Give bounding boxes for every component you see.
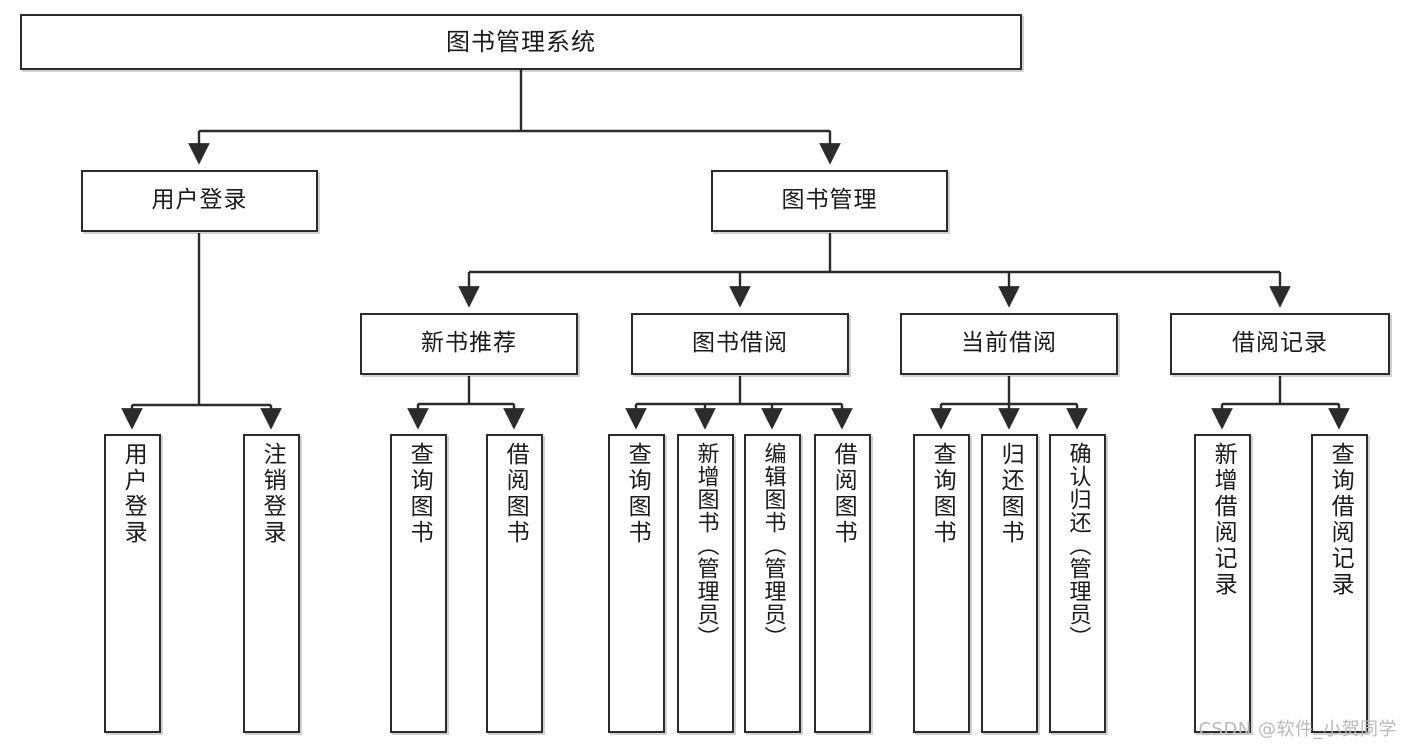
node-book-borrow[interactable]: 图书借阅 xyxy=(631,313,849,375)
leaf-nb-borrow-books-label: 借阅图书 xyxy=(502,442,529,546)
leaf-nb-borrow-books[interactable]: 借阅图书 xyxy=(486,434,543,733)
node-borrow-records[interactable]: 借阅记录 xyxy=(1170,313,1390,375)
node-user-login[interactable]: 用户登录 xyxy=(81,170,318,232)
node-borrow-records-label: 借阅记录 xyxy=(1232,330,1328,357)
node-root-label: 图书管理系统 xyxy=(446,27,596,56)
leaf-nb-query-books[interactable]: 查询图书 xyxy=(390,434,447,733)
node-root[interactable]: 图书管理系统 xyxy=(20,14,1022,70)
node-book-management-label: 图书管理 xyxy=(781,187,878,214)
leaf-nb-query-books-label: 查询图书 xyxy=(406,442,433,546)
leaf-br-query-record-label: 查询借阅记录 xyxy=(1327,442,1354,598)
leaf-bb-add-book-admin[interactable]: 新增图书（管理员） xyxy=(677,434,734,733)
leaf-br-add-record[interactable]: 新增借阅记录 xyxy=(1194,434,1251,733)
leaf-bb-borrow-books[interactable]: 借阅图书 xyxy=(814,434,871,733)
leaf-cb-return-books[interactable]: 归还图书 xyxy=(981,434,1038,733)
leaf-cb-query-books-label: 查询图书 xyxy=(929,442,956,546)
leaf-bb-query-books[interactable]: 查询图书 xyxy=(608,434,665,733)
node-new-book-recommend[interactable]: 新书推荐 xyxy=(360,313,578,375)
leaf-user-login-label: 用户登录 xyxy=(120,442,147,546)
node-user-login-label: 用户登录 xyxy=(151,187,248,214)
leaf-bb-borrow-books-label: 借阅图书 xyxy=(830,442,857,546)
leaf-bb-query-books-label: 查询图书 xyxy=(624,442,651,546)
node-book-borrow-label: 图书借阅 xyxy=(692,330,788,357)
node-current-borrow-label: 当前借阅 xyxy=(961,330,1057,357)
leaf-logout[interactable]: 注销登录 xyxy=(243,434,300,733)
node-current-borrow[interactable]: 当前借阅 xyxy=(900,313,1118,375)
node-book-management[interactable]: 图书管理 xyxy=(711,170,948,232)
leaf-bb-edit-book-admin[interactable]: 编辑图书（管理员） xyxy=(744,434,801,733)
leaf-bb-edit-book-admin-label: 编辑图书（管理员） xyxy=(760,442,786,649)
leaf-cb-return-books-label: 归还图书 xyxy=(997,442,1024,546)
leaf-br-query-record[interactable]: 查询借阅记录 xyxy=(1311,434,1368,733)
leaf-cb-confirm-return-admin-label: 确认归还（管理员） xyxy=(1065,442,1091,649)
leaf-br-add-record-label: 新增借阅记录 xyxy=(1210,442,1237,598)
node-new-book-recommend-label: 新书推荐 xyxy=(421,330,517,357)
leaf-logout-label: 注销登录 xyxy=(259,442,286,546)
leaf-user-login[interactable]: 用户登录 xyxy=(104,434,161,733)
leaf-cb-confirm-return-admin[interactable]: 确认归还（管理员） xyxy=(1049,434,1106,733)
leaf-cb-query-books[interactable]: 查询图书 xyxy=(913,434,970,733)
leaf-bb-add-book-admin-label: 新增图书（管理员） xyxy=(693,442,719,649)
